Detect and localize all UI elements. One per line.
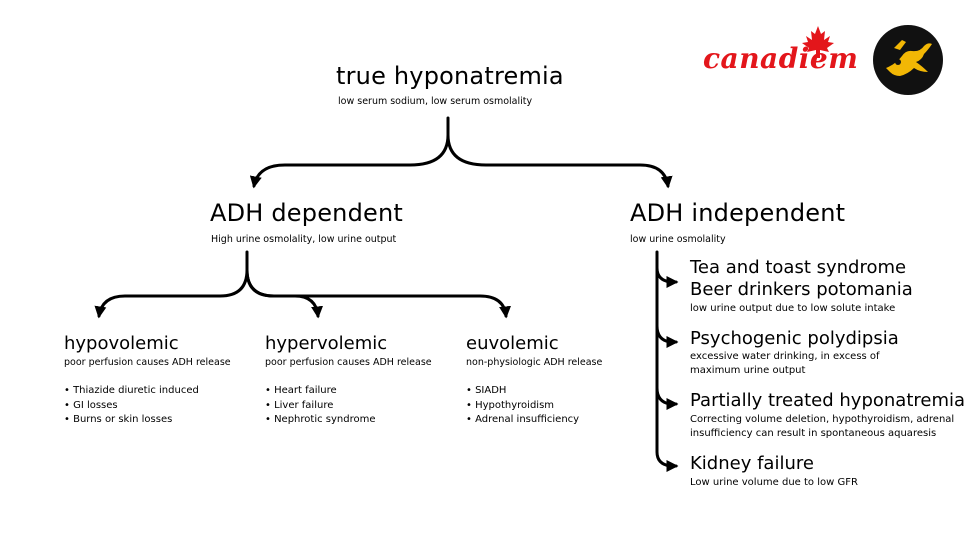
partially-treated-title: Partially treated hyponatremia bbox=[690, 390, 966, 411]
arrow-to-tea-toast bbox=[655, 266, 679, 288]
hypervolemic-subtitle: poor perfusion causes ADH release bbox=[265, 357, 432, 368]
psychogenic-polydipsia-title: Psychogenic polydipsia bbox=[690, 328, 899, 349]
hypovolemic-title: hypovolemic bbox=[64, 333, 179, 354]
partially-treated-desc-line2: insufficiency can result in spontaneous … bbox=[690, 428, 937, 439]
list-item: Burns or skin losses bbox=[64, 413, 199, 428]
list-item: GI losses bbox=[64, 399, 199, 414]
arrow-to-euvolemic bbox=[245, 268, 512, 319]
hypovolemic-subtitle: poor perfusion causes ADH release bbox=[64, 357, 231, 368]
tea-toast-title: Tea and toast syndrome bbox=[690, 257, 907, 278]
tea-toast-desc: low urine output due to low solute intak… bbox=[690, 303, 896, 314]
euvolemic-causes: SIADH Hypothyroidism Adrenal insufficien… bbox=[466, 384, 579, 428]
adh-independent-title: ADH independent bbox=[630, 199, 846, 227]
hypervolemic-causes: Heart failure Liver failure Nephrotic sy… bbox=[265, 384, 376, 428]
brand-text: canadi bbox=[703, 42, 810, 75]
list-item: SIADH bbox=[466, 384, 579, 399]
psychogenic-polydipsia-desc-line2: maximum urine output bbox=[690, 365, 806, 376]
arrow-to-adh-dependent bbox=[249, 133, 450, 189]
arrow-to-partially-treated bbox=[655, 386, 679, 410]
list-item: Liver failure bbox=[265, 399, 376, 414]
adh-independent-subtitle: low urine osmolality bbox=[630, 234, 726, 245]
euvolemic-subtitle: non-physiologic ADH release bbox=[466, 357, 603, 368]
psychogenic-polydipsia-desc-line1: excessive water drinking, in excess of bbox=[690, 351, 880, 362]
list-item: Adrenal insufficiency bbox=[466, 413, 579, 428]
beer-potomania-title: Beer drinkers potomania bbox=[690, 279, 913, 300]
list-item: Nephrotic syndrome bbox=[265, 413, 375, 428]
root-subtitle: low serum sodium, low serum osmolality bbox=[338, 96, 533, 107]
arrow-to-adh-independent bbox=[446, 133, 673, 189]
partially-treated-desc-line1: Correcting volume deletion, hypothyroidi… bbox=[690, 414, 955, 425]
independent-stem bbox=[655, 250, 679, 472]
hypovolemic-causes: Thiazide diuretic induced GI losses Burn… bbox=[64, 384, 199, 428]
euvolemic-title: euvolemic bbox=[466, 333, 559, 354]
list-item: Heart failure bbox=[265, 384, 376, 399]
list-item: Hypothyroidism bbox=[466, 399, 579, 414]
kidney-failure-title: Kidney failure bbox=[690, 453, 814, 474]
adh-dependent-title: ADH dependent bbox=[210, 199, 404, 227]
arrow-to-psychogenic bbox=[655, 324, 679, 348]
root-title: true hyponatremia bbox=[336, 62, 564, 90]
arrow-to-hypovolemic bbox=[94, 268, 249, 319]
kidney-failure-desc: Low urine volume due to low GFR bbox=[690, 477, 858, 488]
emblem-icon bbox=[873, 25, 943, 95]
list-item: Thiazide diuretic induced bbox=[64, 384, 199, 399]
hypervolemic-title: hypervolemic bbox=[265, 333, 388, 354]
adh-dependent-subtitle: High urine osmolality, low urine output bbox=[211, 234, 397, 245]
maple-leaf-icon bbox=[802, 26, 834, 58]
canadiem-logo: canadiem bbox=[703, 42, 858, 75]
